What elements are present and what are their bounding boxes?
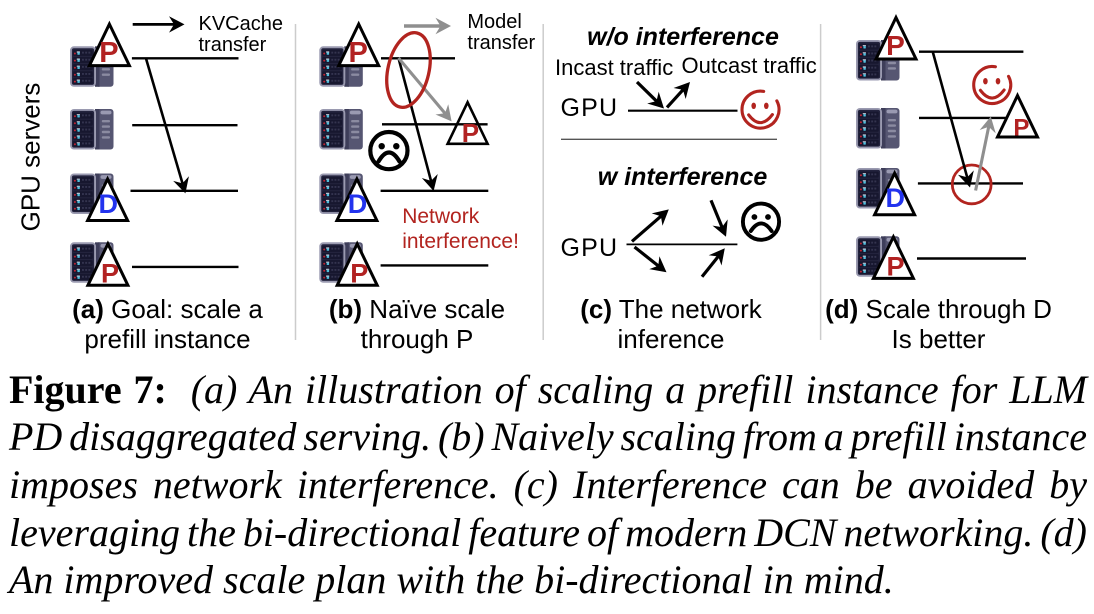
svg-text:P: P	[1013, 114, 1029, 141]
svg-text:P: P	[886, 30, 905, 61]
svg-text:D: D	[98, 189, 118, 219]
svg-text:P: P	[99, 37, 118, 69]
svg-text:P: P	[101, 259, 119, 289]
svg-text:D: D	[348, 189, 368, 219]
svg-text:P: P	[886, 252, 904, 282]
svg-text:P: P	[350, 259, 368, 289]
svg-text:D: D	[885, 183, 905, 213]
svg-text:P: P	[462, 118, 479, 148]
svg-text:P: P	[349, 37, 368, 69]
